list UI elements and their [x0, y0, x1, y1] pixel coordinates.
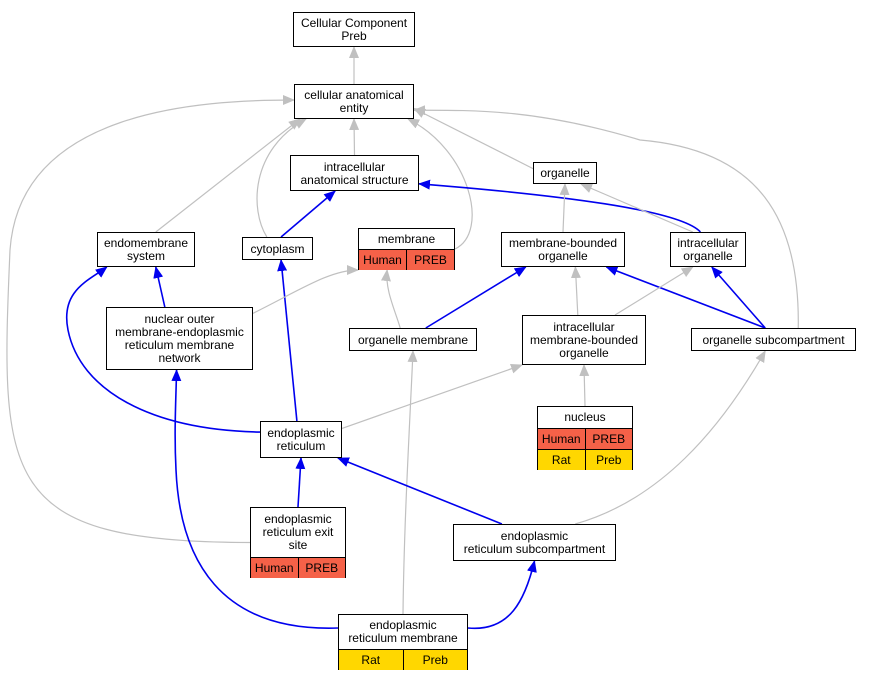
node-org[interactable]: organelle: [533, 162, 597, 184]
node-ccp[interactable]: Cellular Component Preb: [293, 12, 415, 47]
edge-erm-to-ersc: [467, 560, 537, 630]
edge-os-to-cae: [413, 105, 799, 329]
edge-cyt-to-cae: [256, 118, 307, 238]
edge-erm-to-nom: [171, 369, 339, 629]
node-ias[interactable]: intracellular anatomical structure: [290, 155, 419, 191]
node-label: cytoplasm: [250, 241, 305, 256]
node-label: endoplasmic reticulum subcompartment: [463, 529, 606, 556]
node-label: nucleus: [564, 410, 606, 424]
node-label: membrane: [377, 231, 436, 246]
node-label: endoplasmic reticulum exit site: [262, 512, 334, 552]
node-nom[interactable]: nuclear outer membrane-endoplasmic retic…: [106, 307, 253, 370]
edge-cyt-to-ias: [280, 190, 336, 238]
edge-mem-to-cae: [407, 118, 473, 250]
edge-mbo-to-org: [559, 183, 570, 233]
node-label: intracellular anatomical structure: [300, 159, 409, 187]
edge-eres-to-cae: [6, 95, 295, 544]
species-tag: Rat: [339, 650, 403, 670]
node-label: intracellular membrane-bounded organelle: [529, 320, 639, 360]
node-label: nuclear outer membrane-endoplasmic retic…: [115, 312, 244, 365]
node-os[interactable]: organelle subcompartment: [691, 328, 856, 351]
species-tag: PREB: [406, 250, 454, 270]
species-tag: PREB: [297, 558, 345, 578]
edge-ersc-to-er: [336, 457, 503, 525]
edge-nuc-to-imbo: [579, 364, 590, 407]
node-label: organelle: [540, 166, 590, 180]
edge-os-to-mbo: [605, 266, 766, 329]
species-tag: Human: [251, 558, 298, 578]
node-imbo[interactable]: intracellular membrane-bounded organelle: [522, 315, 646, 365]
node-om[interactable]: organelle membrane: [349, 328, 477, 351]
edge-er-to-cyt: [277, 259, 298, 422]
node-label: cellular anatomical entity: [304, 88, 404, 115]
edge-imbo-to-io: [614, 266, 694, 316]
species-tag: PREB: [584, 429, 632, 449]
edge-io-to-org: [580, 183, 694, 233]
node-mbo[interactable]: membrane-bounded organelle: [501, 232, 625, 267]
node-cae[interactable]: cellular anatomical entity: [294, 84, 414, 119]
node-label: endoplasmic reticulum: [267, 426, 335, 453]
edge-io-to-ias: [418, 179, 701, 233]
species-tag: Preb: [584, 450, 632, 470]
node-label: endoplasmic reticulum membrane: [348, 618, 458, 645]
node-io[interactable]: intracellular organelle: [670, 232, 746, 267]
edge-ias-to-cae: [349, 118, 360, 156]
edge-org-to-cae: [413, 107, 534, 170]
node-ersc[interactable]: endoplasmic reticulum subcompartment: [453, 524, 616, 561]
edge-imbo-to-mbo: [570, 266, 581, 316]
edge-nom-to-ems: [153, 266, 166, 308]
edge-er-to-imbo: [341, 363, 523, 429]
edge-ems-to-cae: [155, 118, 301, 233]
node-label: Cellular Component Preb: [300, 16, 408, 43]
species-tag: Human: [359, 250, 406, 270]
edge-nom-to-mem: [252, 265, 359, 314]
edge-ersc-to-os: [575, 350, 766, 525]
node-er[interactable]: endoplasmic reticulum: [260, 421, 342, 458]
edge-eres-to-er: [295, 457, 306, 508]
node-ems[interactable]: endomembrane system: [97, 232, 195, 267]
node-cyt[interactable]: cytoplasm: [242, 237, 313, 260]
node-label: intracellular organelle: [677, 236, 739, 263]
species-tag: Rat: [538, 450, 585, 470]
edge-erm-to-om: [402, 350, 418, 615]
edge-os-to-io: [711, 266, 766, 329]
node-label: membrane-bounded organelle: [508, 236, 618, 263]
edge-om-to-mbo: [425, 266, 527, 329]
node-label: organelle membrane: [357, 332, 469, 347]
edge-er-to-ems: [65, 266, 261, 433]
node-label: endomembrane system: [103, 236, 189, 263]
node-label: organelle subcompartment: [702, 332, 845, 347]
species-tag: Human: [538, 429, 585, 449]
edge-om-to-mem: [380, 269, 401, 329]
species-tag: Preb: [402, 650, 467, 670]
